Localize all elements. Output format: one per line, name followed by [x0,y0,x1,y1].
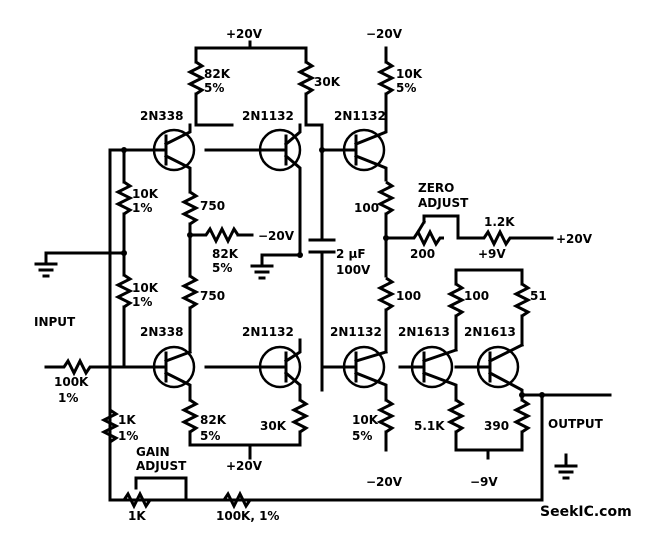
label-10k-top: 10K [396,67,423,81]
label-30k-bot: 30K [260,419,287,433]
resistor-10k-a [114,180,134,216]
label-minus20v-bot: −20V [366,475,403,489]
resistor-1-2k [480,228,514,248]
resistor-10k-top [376,60,396,96]
potentiometer-200 [410,228,444,248]
label-30k-top: 30K [314,75,341,89]
label-q5: 2N1132 [242,325,294,339]
label-zero-adjust: ADJUST [418,196,469,210]
ground-output [554,453,578,480]
label-10k-b-tol: 1% [132,295,152,309]
transistor-q8 [454,342,525,402]
label-q6: 2N1132 [330,325,382,339]
resistor-100k-input [60,357,94,377]
transistor-q5 [204,338,302,402]
resistor-100k-bot [220,490,254,510]
label-82k-top: 82K [204,67,231,81]
label-zero: ZERO [418,181,454,195]
label-output: OUTPUT [548,417,604,431]
label-q7: 2N1613 [398,325,450,339]
resistor-1k [100,408,120,444]
label-10k-bot-tol: 5% [352,429,372,443]
label-82k-top-tol: 5% [204,81,224,95]
label-100-c: 100 [464,289,489,303]
label-10k-a-tol: 1% [132,201,152,215]
label-1-2k: 1.2K [484,215,515,229]
label-q4: 2N338 [140,325,183,339]
resistor-100-c [446,282,466,318]
label-51: 51 [530,289,547,303]
resistor-750-a [180,190,200,226]
label-plus9v: +9V [478,247,506,261]
label-82k-bot: 82K [200,413,227,427]
capacitor-2uf [308,123,336,392]
transistor-q6 [320,345,388,402]
label-minus20v-top: −20V [366,27,403,41]
label-pot-1k: 1K [128,509,146,523]
label-10k-b: 10K [132,281,159,295]
label-plus20v-top: +20V [226,27,263,41]
label-100k-bot: 100K, 1% [216,509,279,523]
label-82k-mid-tol: 5% [212,261,232,275]
transistor-q3 [320,128,388,182]
transistor-q4 [122,345,196,402]
label-100k-input: 100K [54,375,89,389]
label-82k-bot-tol: 5% [200,429,220,443]
potentiometer-1k [120,490,154,510]
label-q8: 2N1613 [464,325,516,339]
label-1k-tol: 1% [118,429,138,443]
resistor-82k-top [186,60,206,96]
transistor-q2 [204,123,302,187]
label-10k-bot: 10K [352,413,379,427]
label-390: 390 [484,419,509,433]
label-minus9v: −9V [470,475,498,489]
resistor-82k-mid [200,225,240,245]
resistor-82k-bot [180,398,200,434]
label-minus20v-mid: −20V [258,229,295,243]
label-5-1k: 5.1K [414,419,445,433]
transistor-q1 [148,123,196,187]
resistor-100-a [376,180,396,216]
resistor-100-b [376,276,396,312]
label-750-b: 750 [200,289,225,303]
label-plus20v-bot: +20V [226,459,263,473]
resistor-30k-bot [290,398,310,434]
label-plus20v-right: +20V [556,232,593,246]
label-1k: 1K [118,413,136,427]
label-q2: 2N1132 [242,109,294,123]
label-10k-a: 10K [132,187,159,201]
label-10k-top-tol: 5% [396,81,416,95]
resistor-10k-b [114,273,134,309]
resistor-30k-top [296,60,316,96]
label-100-b: 100 [396,289,421,303]
label-82k-mid: 82K [212,247,239,261]
resistor-10k-bot [376,398,396,434]
resistor-5-1k [446,398,466,434]
resistor-51 [512,282,532,318]
resistor-390 [512,398,532,434]
label-gain: GAIN [136,445,170,459]
label-100k-input-tol: 1% [58,391,78,405]
label-200: 200 [410,247,435,261]
label-input: INPUT [34,315,76,329]
ground-input [34,251,58,278]
label-750-a: 750 [200,199,225,213]
label-capacitor-voltage: 100V [336,263,371,277]
label-gain-adjust: ADJUST [136,459,187,473]
resistor-750-b [180,274,200,310]
label-q1: 2N338 [140,109,183,123]
label-q3: 2N1132 [334,109,386,123]
transistor-q7 [398,345,458,402]
label-capacitor: 2 μF [336,247,366,261]
label-100-a: 100 [354,201,379,215]
watermark: SeekIC.com [540,504,632,520]
ground-mid [250,253,302,280]
